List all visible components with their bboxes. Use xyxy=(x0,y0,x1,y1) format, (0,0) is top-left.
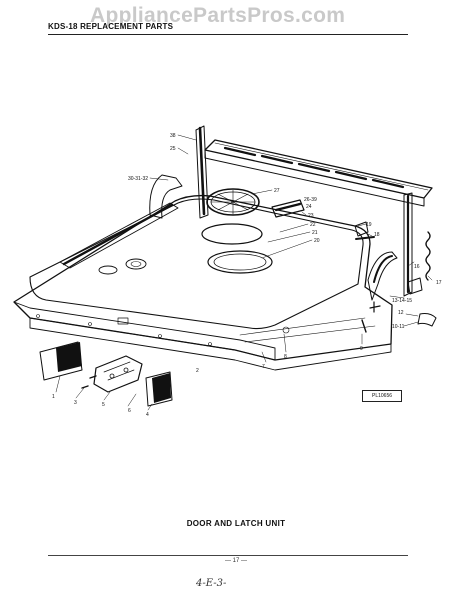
callout-7: 7 xyxy=(262,364,265,370)
inner-panel xyxy=(29,198,364,330)
vent-ring xyxy=(207,250,273,274)
callout-21: 21 xyxy=(312,230,318,236)
callout-22: 22 xyxy=(310,222,316,228)
left-hinge-post xyxy=(195,125,209,219)
screw-part xyxy=(361,319,367,333)
callout-13-14-15: 13-14-15 xyxy=(392,298,412,304)
switch-block xyxy=(271,199,305,218)
callout-5: 5 xyxy=(102,402,105,408)
gasket-ring xyxy=(201,223,263,245)
callout-1: 1 xyxy=(52,394,55,400)
callout-4: 4 xyxy=(146,412,149,418)
callout-6: 6 xyxy=(128,408,131,414)
clip-part xyxy=(354,221,369,237)
watermark: AppliancePartsPros.com xyxy=(90,4,346,27)
callout-38: 38 xyxy=(170,133,176,139)
diagram-title: DOOR AND LATCH UNIT xyxy=(186,519,286,528)
control-strip-slots xyxy=(223,146,405,189)
callout-12: 12 xyxy=(398,310,404,316)
latch-shield-right xyxy=(145,371,173,407)
latch-screw xyxy=(81,385,89,389)
cup-right xyxy=(125,258,147,270)
left-gasket-fill xyxy=(62,203,174,266)
footer-divider xyxy=(48,555,408,556)
callout-3: 3 xyxy=(74,400,77,406)
callout-16: 16 xyxy=(414,264,420,270)
right-hinge-arm-fill xyxy=(373,255,393,283)
panel-front-lip xyxy=(13,301,276,361)
washer-part xyxy=(369,301,381,313)
latch-washer xyxy=(89,375,97,379)
right-hinge-arm xyxy=(367,251,398,301)
page-header: KDS-18 REPLACEMENT PARTS xyxy=(48,22,174,31)
callout-27: 27 xyxy=(274,188,280,194)
latch-unit xyxy=(93,355,143,393)
diagram-ref-code: PL10656 xyxy=(362,390,402,402)
pin-part xyxy=(355,236,375,240)
callout-labels: 38 25 30-31-32 27 26-39 24 23 22 21 20 1… xyxy=(52,133,442,418)
callout-8: 8 xyxy=(284,354,287,360)
cup-left xyxy=(98,265,118,275)
latch-bracket xyxy=(407,277,423,295)
front-shading xyxy=(239,317,376,343)
callout-25: 25 xyxy=(170,146,176,152)
callout-2: 2 xyxy=(196,368,199,374)
small-bracket xyxy=(417,313,437,327)
left-hinge-bracket xyxy=(149,174,183,219)
door-panel-outline xyxy=(13,194,393,361)
left-gasket xyxy=(59,202,179,269)
header-divider xyxy=(48,34,408,35)
callout-10-11: 10-11 xyxy=(392,324,405,330)
callout-26-39: 26-39 xyxy=(304,197,317,203)
callout-19: 19 xyxy=(366,222,372,228)
callout-18: 18 xyxy=(374,232,380,238)
leader-lines xyxy=(55,134,433,411)
door-spring xyxy=(425,231,431,281)
latch-shield-left xyxy=(39,341,83,381)
panel-front-edge xyxy=(29,317,392,371)
panel-screw-holes xyxy=(36,314,290,346)
callout-30-31-32: 30-31-32 xyxy=(128,176,148,182)
callout-24: 24 xyxy=(306,204,312,210)
handwritten-note: 4-E-3- xyxy=(196,578,227,589)
callout-20: 20 xyxy=(314,238,320,244)
callout-9: 9 xyxy=(360,346,363,352)
right-hinge-post xyxy=(403,192,413,297)
page-number: — 17 — xyxy=(224,558,247,564)
callout-17: 17 xyxy=(436,280,442,286)
control-strip xyxy=(204,139,433,199)
panel-slot xyxy=(117,317,129,325)
callout-23: 23 xyxy=(308,213,314,219)
